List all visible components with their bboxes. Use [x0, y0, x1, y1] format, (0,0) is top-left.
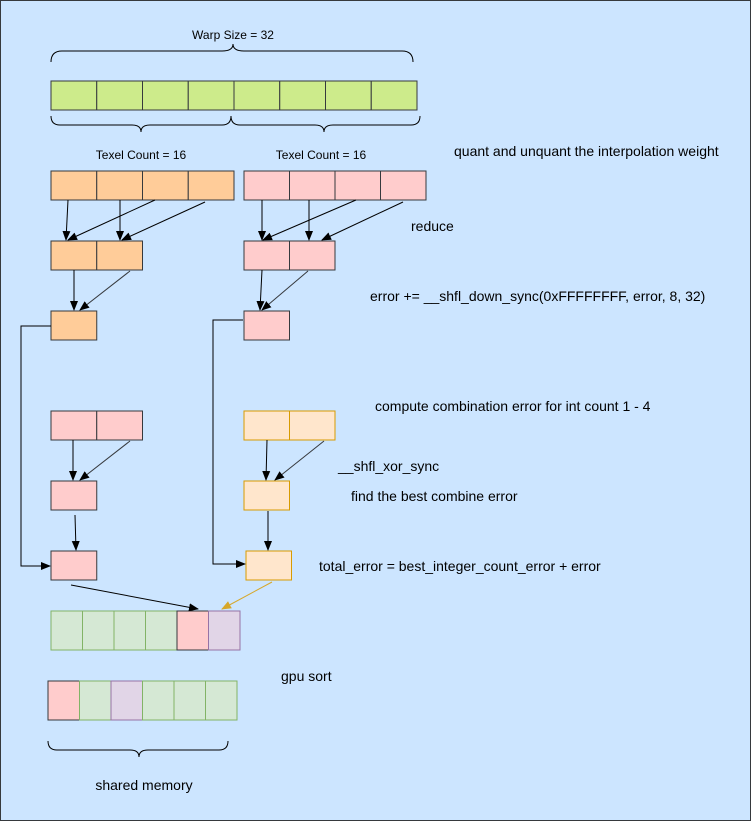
gpu-sort-cell-6 [208, 610, 241, 651]
left-combine-arrow-2 [79, 440, 131, 481]
warp-top-brace [50, 43, 414, 63]
shared-memory-cell-6 [205, 680, 238, 721]
total-error-left-cell [50, 550, 98, 581]
shared-memory-cell-4 [142, 680, 175, 721]
shfl-left-result-cell [50, 310, 98, 341]
gpu-sort-cell-4 [145, 610, 178, 651]
reduce-label: reduce [411, 218, 454, 234]
warp-cell-3 [142, 80, 189, 111]
combination-right-cell-1 [243, 410, 290, 441]
best-combine-left-cell [50, 480, 98, 511]
warp-left-half-brace [50, 115, 232, 133]
total-error-right-cell [245, 550, 292, 581]
combination-left-cell-1 [50, 410, 98, 441]
shfl-xor-label: __shfl_xor_sync [337, 458, 439, 474]
right-shfl-arrow-1 [256, 269, 265, 311]
shared-memory-cell-1 [47, 680, 80, 721]
right-combine-arrow-1 [262, 439, 271, 481]
total-error-label: total_error = best_integer_count_error +… [319, 558, 601, 574]
left-error-connector [20, 325, 51, 570]
shfl-right-result-cell [243, 310, 290, 341]
texel-left-cell-3 [142, 170, 189, 201]
texel-left-cell-4 [187, 170, 235, 201]
left-reduce-arrow-4 [121, 201, 206, 241]
left-sort-arrow [70, 584, 199, 612]
shared-memory-cell-3 [110, 680, 143, 721]
warp-row [50, 80, 418, 111]
warp-size-label: Warp Size = 32 [192, 28, 274, 42]
texel-count-left-label: Texel Count = 16 [96, 148, 187, 162]
warp-cell-2 [96, 80, 143, 111]
warp-cell-4 [187, 80, 235, 111]
reduce-right-cell-2 [289, 240, 336, 271]
texel-left-cell-2 [96, 170, 143, 201]
texel-count-right-label: Texel Count = 16 [276, 148, 367, 162]
warp-cell-8 [370, 80, 418, 111]
best-combine-right-cell [243, 480, 290, 511]
right-shfl-arrow-2 [261, 270, 309, 311]
warp-cell-1 [50, 80, 98, 111]
best-combine-label: find the best combine error [351, 488, 518, 504]
gpu-sort-label: gpu sort [281, 668, 332, 684]
shared-memory-cell-2 [79, 680, 112, 721]
quant-step-label: quant and unquant the interpolation weig… [454, 143, 719, 159]
combination-error-label: compute combination error for int count … [375, 398, 651, 414]
shared-memory-brace [47, 740, 229, 758]
shared-memory-cell-5 [173, 680, 206, 721]
texel-left-cell-1 [50, 170, 98, 201]
gpu-sort-cell-3 [113, 610, 146, 651]
combination-right-cell-2 [289, 410, 336, 441]
left-reduce-arrow-2 [67, 199, 156, 241]
reduce-left-cell-1 [50, 240, 98, 271]
right-error-connector [212, 319, 246, 568]
gpu-sort-cell-1 [50, 610, 83, 651]
flow-arrows [20, 199, 404, 612]
texel-right-cell-2 [289, 170, 336, 201]
warp-cell-7 [325, 80, 372, 111]
cell-boxes [47, 170, 427, 721]
texel-right-cell-3 [334, 170, 381, 201]
texel-right-cell-4 [380, 170, 427, 201]
gpu-sort-cell-5 [176, 610, 209, 651]
warp-cell-6 [279, 80, 326, 111]
left-total-arrow [71, 514, 80, 551]
texel-right-cell-1 [243, 170, 290, 201]
gpu-sort-cell-2 [82, 610, 115, 651]
shared-memory-label: shared memory [95, 777, 192, 793]
warp-right-half-brace [230, 115, 421, 133]
left-reduce-arrow-1 [62, 199, 71, 241]
shfl-down-label: error += __shfl_down_sync(0xFFFFFFFF, er… [370, 288, 705, 304]
reduce-left-cell-2 [96, 240, 143, 271]
right-sort-arrow [221, 581, 273, 610]
reduce-right-cell-1 [243, 240, 290, 271]
warp-cell-5 [233, 80, 281, 111]
combination-left-cell-2 [96, 410, 143, 441]
right-reduce-arrow-4 [321, 201, 404, 241]
left-shfl-arrow-2 [79, 270, 131, 311]
right-combine-arrow-2 [274, 440, 325, 481]
